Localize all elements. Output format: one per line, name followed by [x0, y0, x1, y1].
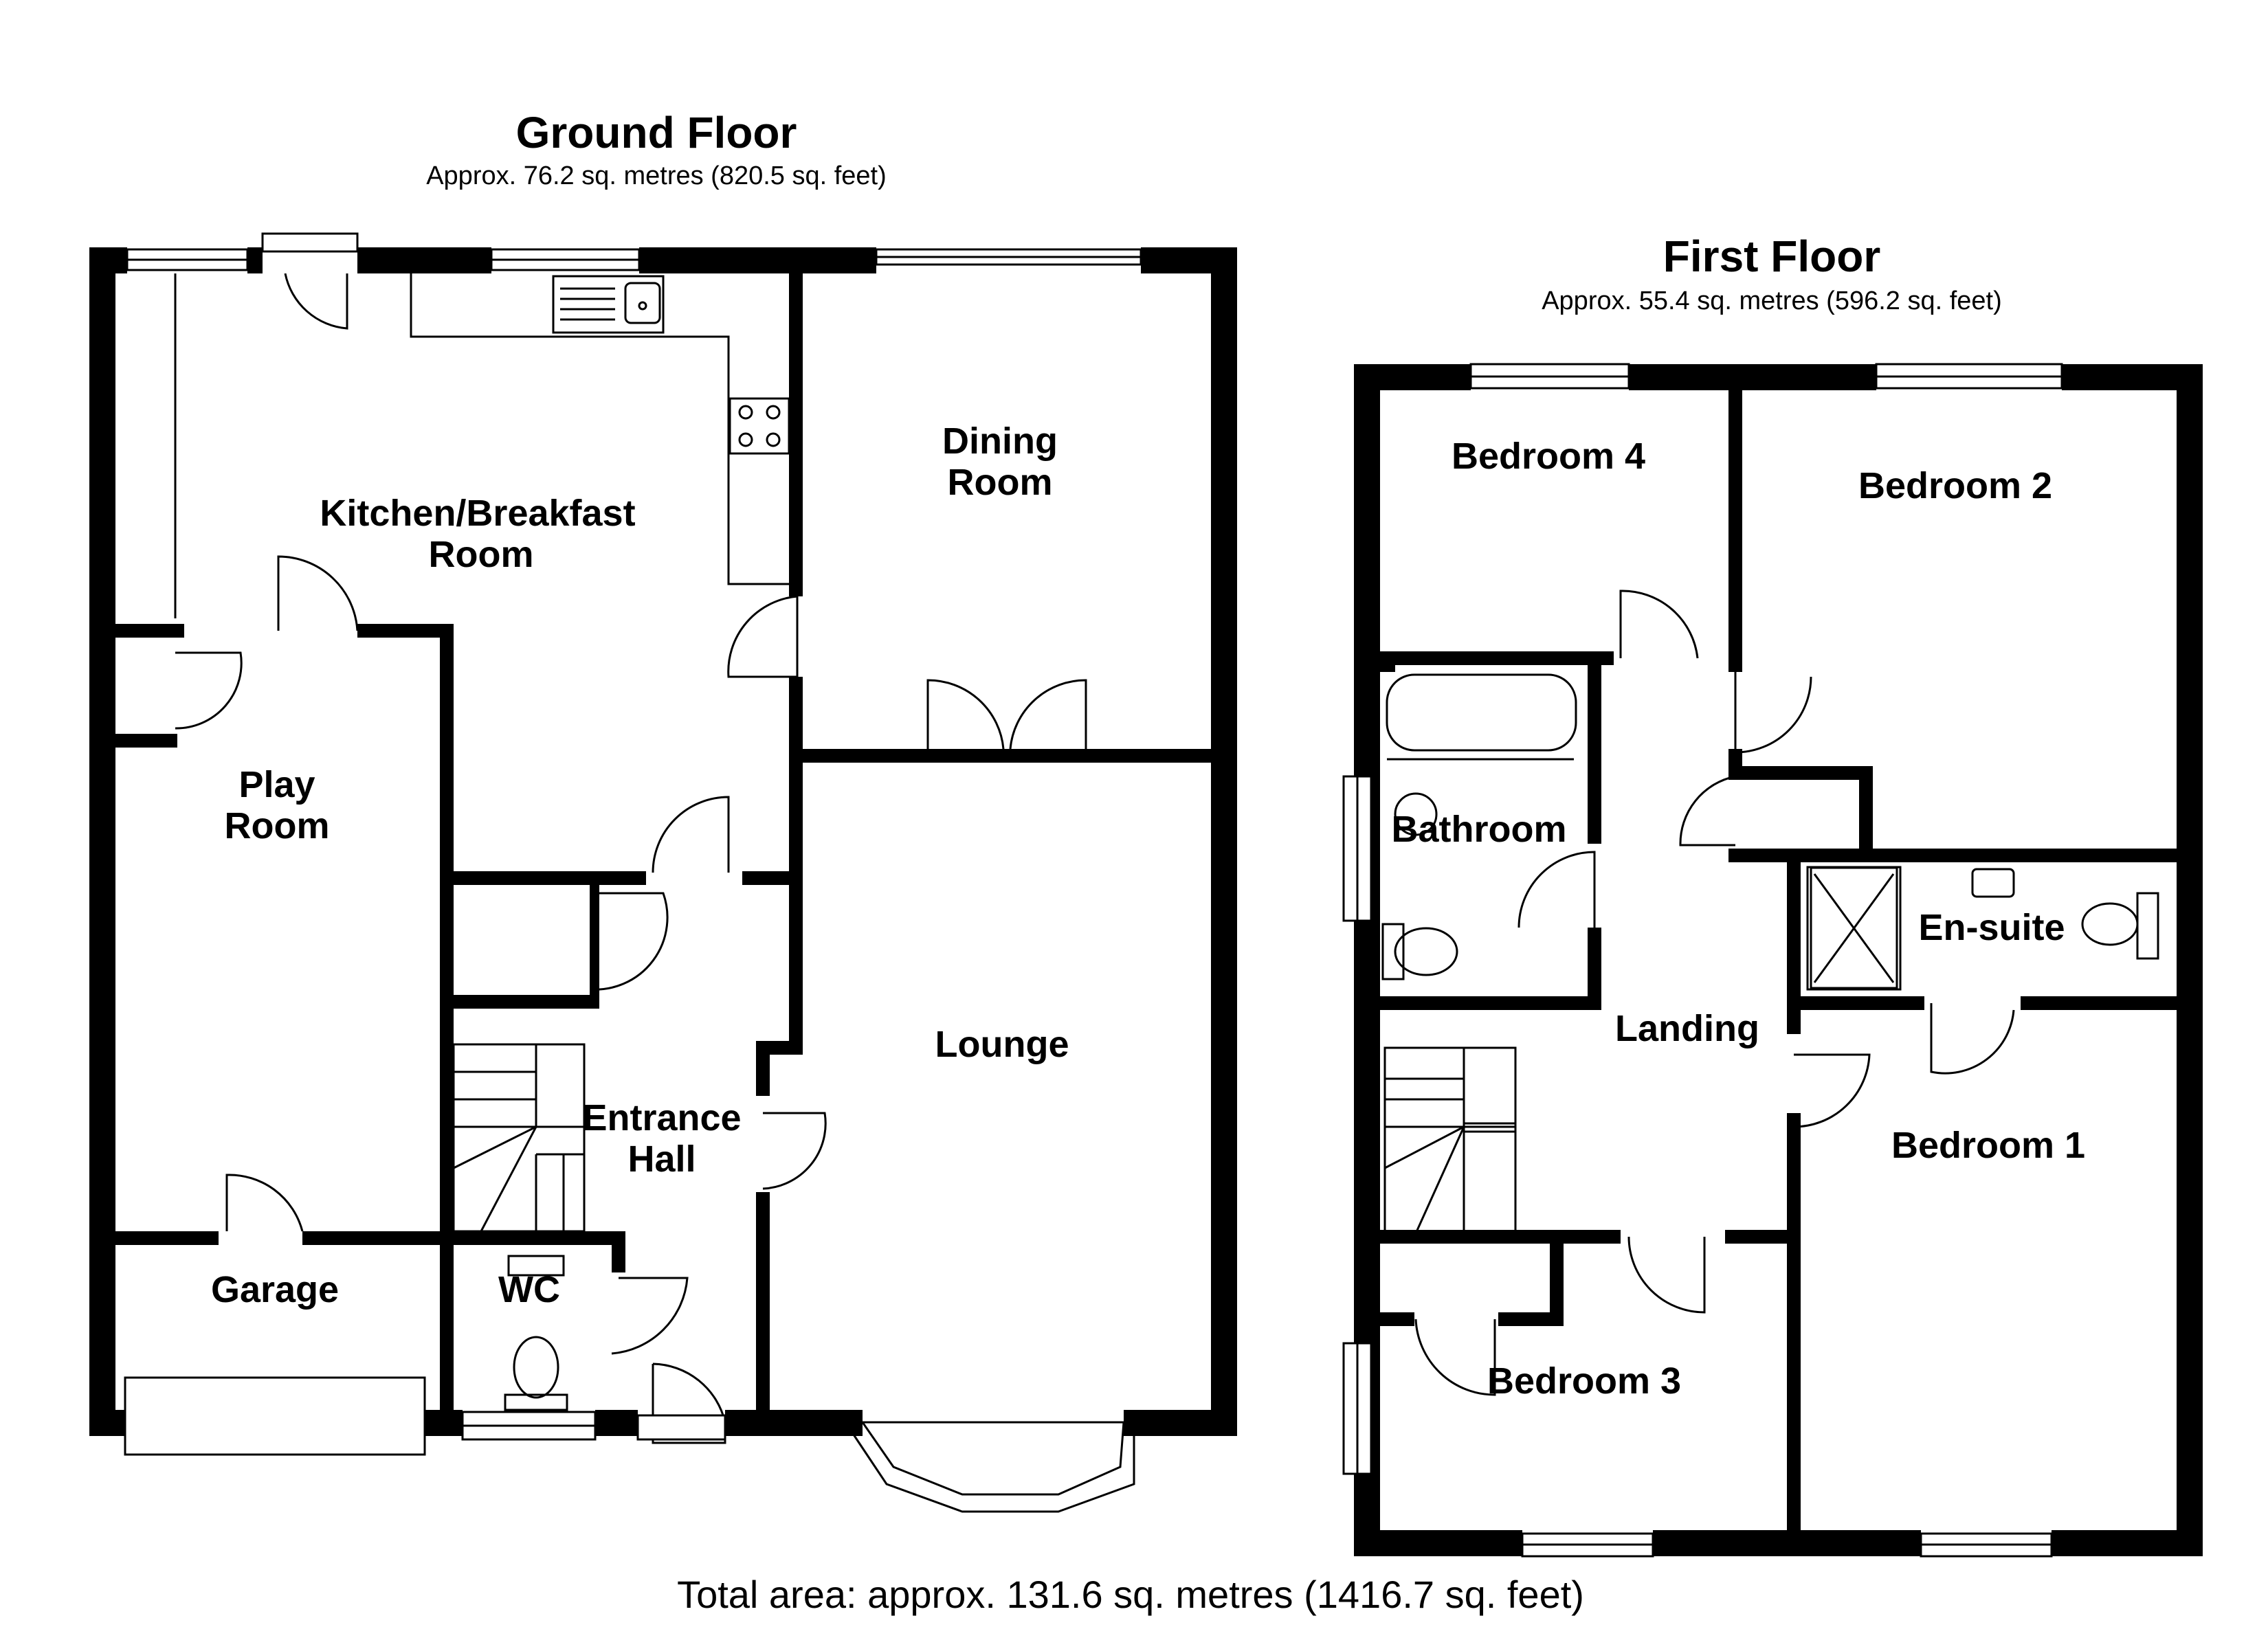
room-label-lounge: Lounge — [935, 1024, 1069, 1065]
first-floor-plan — [1342, 363, 2203, 1558]
room-label-kitchen-line2: Room — [429, 534, 534, 575]
room-label-bedroom-4: Bedroom 4 — [1452, 436, 1645, 477]
ground-floor-plan — [89, 232, 1237, 1513]
room-label-bathroom: Bathroom — [1392, 809, 1567, 850]
total-area: Total area: approx. 131.6 sq. metres (14… — [677, 1573, 1584, 1616]
room-label-bedroom-2: Bedroom 2 — [1858, 465, 2052, 506]
room-label-dining-line2: Room — [948, 462, 1053, 503]
ground-floor-title: Ground Floor — [516, 108, 797, 157]
room-label-entrance-line2: Hall — [627, 1138, 696, 1180]
room-label-play-line2: Room — [225, 805, 330, 846]
room-label-play-line1: Play — [238, 764, 315, 805]
room-label-dining-line1: Dining — [942, 420, 1058, 462]
first-floor-title: First Floor — [1663, 232, 1880, 281]
room-label-bedroom-1: Bedroom 1 — [1891, 1125, 2085, 1166]
ground-floor-area: Approx. 76.2 sq. metres (820.5 sq. feet) — [426, 161, 887, 190]
first-floor-area: Approx. 55.4 sq. metres (596.2 sq. feet) — [1542, 287, 2002, 315]
room-label-kitchen-line1: Kitchen/Breakfast — [320, 493, 635, 534]
room-label-garage: Garage — [211, 1269, 339, 1310]
room-label-entrance-line1: Entrance — [582, 1097, 741, 1138]
room-label-ensuite: En-suite — [1918, 907, 2065, 948]
room-label-wc: WC — [498, 1269, 560, 1310]
room-label-bedroom-3: Bedroom 3 — [1487, 1360, 1681, 1402]
room-label-landing: Landing — [1615, 1008, 1759, 1049]
